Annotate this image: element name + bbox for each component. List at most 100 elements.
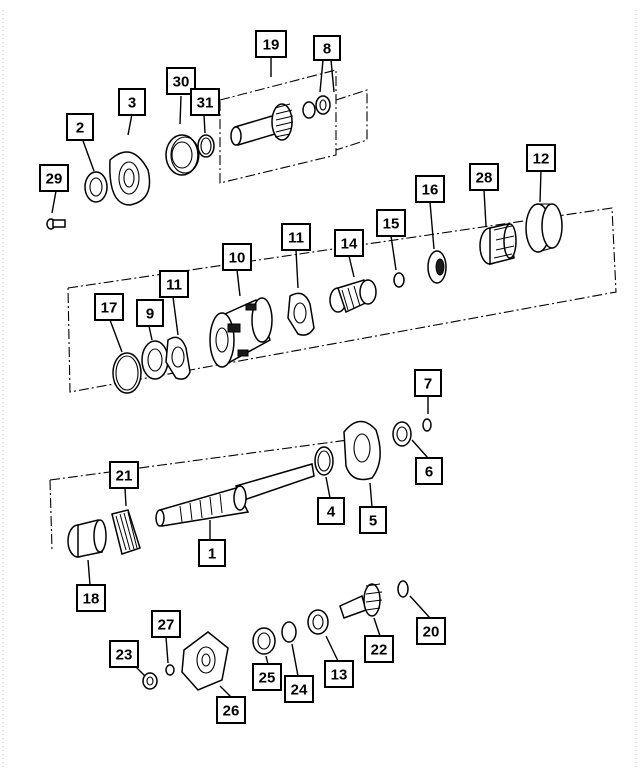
callout-label: 26	[223, 703, 240, 720]
callout-label: 14	[341, 236, 358, 253]
callout-c1: 1	[198, 539, 226, 567]
callout-box	[66, 113, 94, 141]
callout-box	[198, 539, 226, 567]
callout-c13: 13	[324, 660, 354, 688]
callout-label: 21	[116, 468, 133, 485]
part-26-yoke	[181, 631, 229, 691]
callout-label: 13	[331, 667, 348, 684]
callout-box	[334, 229, 364, 257]
part-18-gear	[67, 519, 107, 558]
part-17-snap-ring	[112, 352, 142, 394]
callout-label: 5	[369, 513, 377, 530]
callout-box	[109, 640, 139, 668]
part-4-snap-ring	[314, 446, 334, 476]
callout-label: 2	[76, 120, 84, 137]
callout-c12: 12	[526, 144, 556, 172]
callout-c17: 17	[94, 293, 124, 321]
callout-box	[190, 88, 220, 116]
part-30-bearing	[165, 134, 200, 176]
callout-c21: 21	[109, 461, 139, 489]
callout-c9: 9	[136, 299, 164, 327]
callout-box	[416, 617, 446, 645]
part-21-needle-bearing	[111, 509, 141, 555]
callout-box	[313, 35, 341, 61]
callout-c24: 24	[284, 675, 314, 703]
callout-c2: 2	[66, 113, 94, 141]
callout-box	[216, 696, 246, 724]
callout-c4: 4	[317, 497, 345, 525]
callout-box	[159, 270, 189, 298]
part-20-ring	[397, 580, 409, 598]
callout-label: 28	[476, 170, 493, 187]
part-13-bearing	[307, 609, 329, 635]
part-22-output-shaft	[339, 583, 383, 619]
callout-label: 24	[291, 682, 308, 699]
callout-label: 3	[128, 95, 136, 112]
part-5-cover	[343, 420, 381, 481]
part-11-plate-right	[287, 292, 315, 336]
callout-box	[284, 675, 314, 703]
callout-c14: 14	[334, 229, 364, 257]
part-29-bolt	[46, 218, 66, 230]
callout-label: 7	[424, 376, 432, 393]
part-14-sun-gear	[329, 279, 377, 314]
callout-label: 25	[259, 670, 276, 687]
part-12-sleeve	[525, 203, 563, 253]
callout-label: 11	[166, 277, 182, 294]
callout-box	[364, 635, 394, 663]
callout-box	[252, 663, 282, 691]
callout-c20: 20	[416, 617, 446, 645]
callout-label: 6	[425, 464, 433, 481]
callout-box	[281, 223, 311, 251]
callout-box	[166, 67, 196, 95]
callout-label: 19	[263, 37, 280, 54]
callout-label: 27	[158, 617, 175, 634]
part-7-ring	[422, 418, 432, 432]
part-9-washer	[141, 340, 169, 380]
callout-box	[76, 584, 106, 612]
callout-c11b: 11	[281, 223, 311, 251]
callout-box	[414, 369, 442, 397]
callout-label: 30	[173, 74, 190, 91]
callout-box	[222, 243, 252, 271]
callout-label: 31	[197, 95, 214, 112]
callout-c3: 3	[118, 88, 146, 116]
callout-box	[109, 461, 139, 489]
callout-label: 1	[208, 546, 216, 563]
callout-label: 12	[533, 151, 550, 168]
part-6-bearing	[392, 421, 412, 447]
callout-c28: 28	[469, 163, 499, 191]
part-25-seal	[252, 627, 276, 655]
part-27-washer	[165, 664, 175, 676]
callout-c27: 27	[151, 610, 181, 638]
callout-box	[415, 457, 443, 485]
callout-c10: 10	[222, 243, 252, 271]
part-28-hub	[479, 223, 517, 265]
callout-box	[324, 660, 354, 688]
part-1-output-shaft	[155, 463, 315, 527]
part-31-snap-ring	[197, 134, 215, 158]
callout-c26: 26	[216, 696, 246, 724]
callout-c6: 6	[415, 457, 443, 485]
callout-box	[118, 88, 146, 116]
callout-c7: 7	[414, 369, 442, 397]
callout-c16: 16	[415, 175, 445, 203]
part-2-seal	[84, 171, 108, 203]
callout-label: 8	[323, 41, 331, 58]
callout-box	[136, 299, 164, 327]
part-24-snap-ring	[281, 621, 297, 643]
callout-c15: 15	[376, 209, 406, 237]
callout-label: 11	[288, 230, 304, 247]
part-11-plate-left	[165, 336, 191, 380]
callout-c30: 30	[166, 67, 196, 95]
callout-c5: 5	[359, 506, 387, 534]
callout-box	[39, 164, 69, 192]
callout-label: 17	[101, 300, 118, 317]
callout-label: 4	[327, 504, 336, 521]
callout-box	[317, 497, 345, 525]
callout-c25: 25	[252, 663, 282, 691]
callout-c19: 19	[255, 30, 287, 58]
callout-c11a: 11	[159, 270, 189, 298]
callout-c23: 23	[109, 640, 139, 668]
